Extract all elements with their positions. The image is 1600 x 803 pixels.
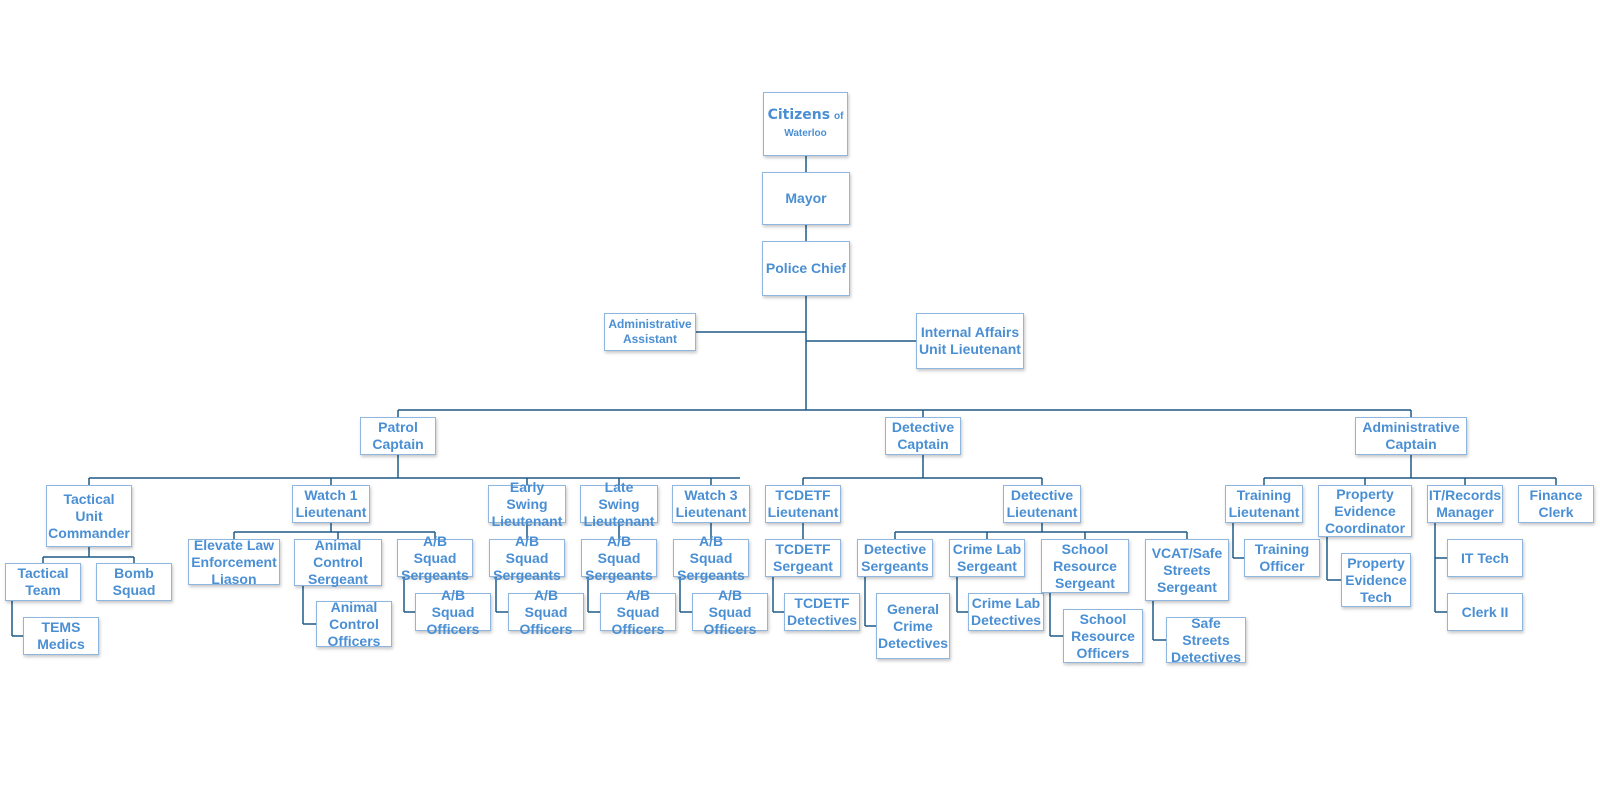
it-tech-node: IT Tech — [1447, 539, 1523, 577]
ab-squad-officers-node: A/B Squad Officers — [415, 587, 491, 637]
ab-squad-sergeants-node: A/B Squad Sergeants — [581, 533, 657, 583]
property-evidence-tech-node: Property Evidence Tech — [1341, 553, 1411, 607]
tcdetf-detectives-node: TCDETF Detectives — [784, 593, 860, 631]
administrative-assistant-node: Administrative Assistant — [604, 313, 696, 351]
watch3-lieutenant-node: Watch 3 Lieutenant — [672, 485, 750, 523]
early-swing-lieutenant-node: Early Swing Lieutenant — [488, 479, 566, 529]
ab-squad-sergeants-node: A/B Squad Sergeants — [673, 533, 749, 583]
school-resource-sergeant-node: School Resource Sergeant — [1041, 539, 1129, 593]
animal-control-sergeant-node: Animal Control Sergeant — [294, 537, 382, 587]
ab-squad-officers-node: A/B Squad Officers — [508, 587, 584, 637]
internal-affairs-node: Internal Affairs Unit Lieutenant — [916, 313, 1024, 369]
it-records-manager-node: IT/Records Manager — [1427, 485, 1503, 523]
citizens-of-waterloo-node: Citizens of Waterloo — [763, 92, 848, 156]
general-crime-detectives-node: General Crime Detectives — [876, 593, 950, 659]
late-swing-lieutenant-node: Late Swing Lieutenant — [580, 479, 658, 529]
finance-clerk-node: Finance Clerk — [1518, 485, 1594, 523]
tactical-team-node: Tactical Team — [5, 563, 81, 601]
safe-streets-detectives-node: Safe Streets Detectives — [1166, 615, 1246, 665]
clerk-ii-node: Clerk II — [1447, 593, 1523, 631]
ab-squad-sergeants-node: A/B Squad Sergeants — [397, 533, 473, 583]
administrative-captain-node: Administrative Captain — [1355, 417, 1467, 455]
ab-squad-officers-node: A/B Squad Officers — [692, 587, 768, 637]
training-lieutenant-node: Training Lieutenant — [1225, 485, 1303, 523]
patrol-captain-node: Patrol Captain — [360, 417, 436, 455]
vcat-safe-streets-sergeant-node: VCAT/Safe Streets Sergeant — [1145, 539, 1229, 601]
tcdetf-sergeant-node: TCDETF Sergeant — [765, 539, 841, 577]
tactical-unit-commander-node: Tactical Unit Commander — [46, 485, 132, 547]
mayor-node: Mayor — [762, 172, 850, 225]
detective-lieutenant-node: Detective Lieutenant — [1003, 485, 1081, 523]
watch1-lieutenant-node: Watch 1 Lieutenant — [292, 485, 370, 523]
detective-captain-node: Detective Captain — [885, 417, 961, 455]
crime-lab-sergeant-node: Crime Lab Sergeant — [949, 539, 1025, 577]
ab-squad-officers-node: A/B Squad Officers — [600, 587, 676, 637]
crime-lab-detectives-node: Crime Lab Detectives — [968, 593, 1044, 631]
waterloo-label: Waterloo — [784, 128, 827, 139]
school-resource-officers-node: School Resource Officers — [1063, 609, 1143, 663]
citizens-label: Citizens — [767, 107, 831, 123]
animal-control-officers-node: Animal Control Officers — [316, 599, 392, 649]
property-evidence-coordinator-node: Property Evidence Coordinator — [1318, 485, 1412, 537]
ab-squad-sergeants-node: A/B Squad Sergeants — [489, 533, 565, 583]
detective-sergeants-node: Detective Sergeants — [857, 539, 933, 577]
tcdetf-lieutenant-node: TCDETF Lieutenant — [765, 485, 841, 523]
bomb-squad-node: Bomb Squad — [96, 563, 172, 601]
police-chief-node: Police Chief — [762, 241, 850, 296]
tems-medics-node: TEMS Medics — [23, 617, 99, 655]
of-label: of — [833, 111, 844, 122]
elevate-liason-node: Elevate Law Enforcement Liason — [188, 537, 280, 587]
training-officer-node: Training Officer — [1244, 539, 1320, 577]
